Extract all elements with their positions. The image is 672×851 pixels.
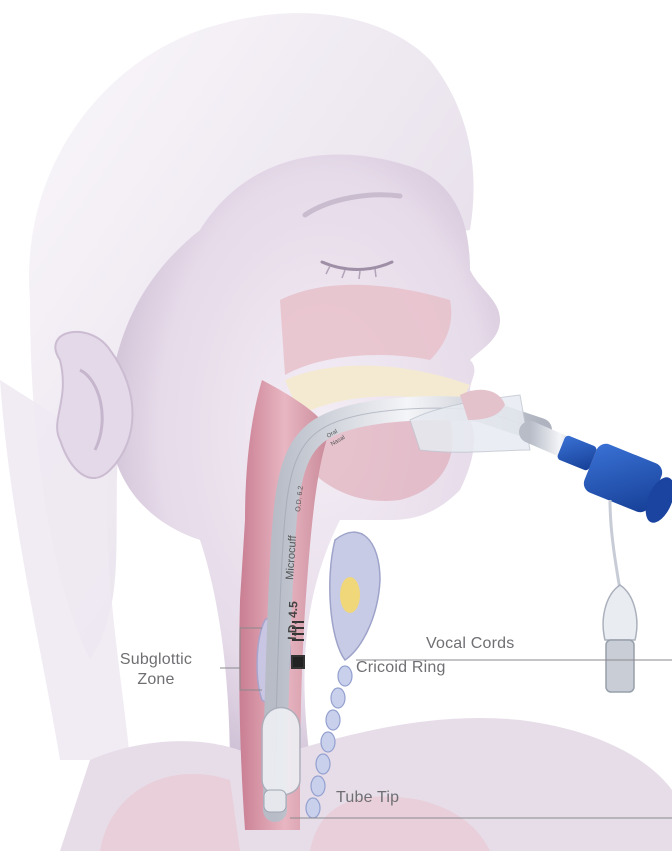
tube-tip-label: Tube Tip	[336, 788, 399, 808]
cricoid-ring-label: Cricoid Ring	[356, 658, 446, 678]
tube-marking-id: I.D. 4.5	[285, 601, 300, 640]
tube-tip	[264, 790, 286, 812]
pilot-valve	[606, 640, 634, 692]
subglottic-zone-label-line2: Zone	[104, 670, 208, 690]
subglottic-zone-label: Subglottic Zone	[104, 650, 208, 690]
pilot-line	[610, 500, 620, 590]
vocal-cords-label: Vocal Cords	[426, 634, 514, 654]
blue-connector	[556, 435, 672, 527]
tube-cuff	[262, 708, 300, 796]
hyoid	[340, 577, 360, 613]
pilot-balloon	[603, 585, 637, 640]
subglottic-zone-label-line1: Subglottic	[104, 650, 208, 670]
